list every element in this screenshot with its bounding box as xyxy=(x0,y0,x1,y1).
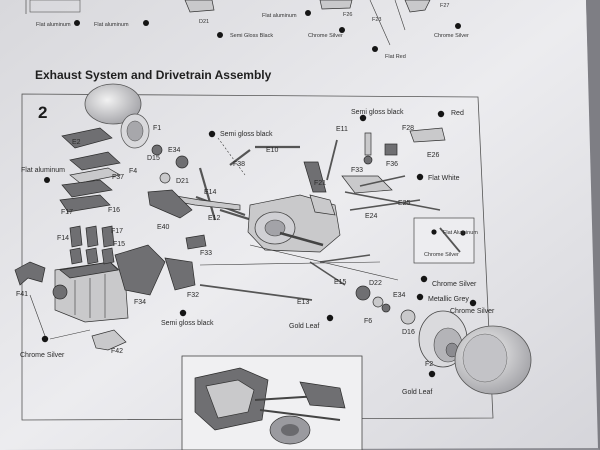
shock-detail-inset xyxy=(413,217,475,264)
part-label: F42 xyxy=(111,348,123,355)
paint-label: Flat aluminum xyxy=(262,13,297,19)
part-label: E25 xyxy=(398,200,411,207)
part-label: F2 xyxy=(425,361,433,368)
paint-label: Chrome Silver xyxy=(434,33,469,39)
part-label: F23 xyxy=(372,17,381,23)
paint-label: Chrome Silver xyxy=(308,33,343,39)
part-label: F34 xyxy=(134,299,146,306)
gearbox-assembly xyxy=(247,194,341,253)
part-label: E2 xyxy=(72,139,81,146)
paint-label: Chrome Silver xyxy=(432,281,477,288)
part-label: E12 xyxy=(208,215,221,222)
part-label: E14 xyxy=(204,189,217,196)
paint-label: Gold Leaf xyxy=(289,323,319,330)
paint-label: Semi gloss black xyxy=(351,109,404,116)
part-label: F21 xyxy=(314,180,326,187)
part-label: E11 xyxy=(336,126,348,133)
step-number: 2 xyxy=(38,103,47,122)
paint-label: Chrome Silver xyxy=(450,308,495,315)
part-label: D15 xyxy=(147,155,160,162)
rear-tire-right xyxy=(454,325,532,395)
part-label: D21 xyxy=(199,19,209,25)
part-label: F33 xyxy=(351,167,363,174)
paint-label: Flat Red xyxy=(385,54,406,60)
rear-tire-left xyxy=(84,83,150,149)
paint-label: Gold Leaf xyxy=(402,389,432,396)
paint-label: Chrome Silver xyxy=(20,352,65,359)
rear-arms-right xyxy=(341,175,441,211)
part-label: F17 xyxy=(61,209,73,216)
part-label: E13 xyxy=(297,299,310,306)
section-title: Exhaust System and Drivetrain Assembly xyxy=(35,68,272,82)
part-label: F26 xyxy=(343,12,352,18)
step-frame xyxy=(21,93,494,421)
paint-label: Flat White xyxy=(428,175,460,182)
part-label: F27 xyxy=(440,3,449,9)
part-label: F17 xyxy=(111,228,123,235)
part-label: F1 xyxy=(153,125,161,132)
assembled-chassis-preview xyxy=(194,367,346,445)
part-label: F6 xyxy=(364,318,372,325)
rear-wheel-right xyxy=(418,310,468,368)
part-label: D16 xyxy=(402,329,415,336)
paint-label: Chrome Silver xyxy=(424,252,459,258)
exhaust-shields xyxy=(59,127,121,213)
part-label: F15 xyxy=(113,241,125,248)
part-label: F4 xyxy=(129,168,137,175)
part-label: D21 xyxy=(176,178,189,185)
exhaust-headers xyxy=(69,225,115,265)
paint-label: Flat aluminum xyxy=(21,167,65,174)
part-label: F28 xyxy=(402,125,414,132)
part-label: F37 xyxy=(112,174,124,181)
part-label: E15 xyxy=(334,279,347,286)
paint-label: Red xyxy=(451,110,464,117)
paint-label: Flat aluminum xyxy=(36,22,71,28)
paint-label: Semi Gloss Black xyxy=(230,33,273,39)
paint-label: Flat aluminum xyxy=(94,22,129,28)
paint-label: Semi gloss black xyxy=(220,131,273,138)
part-label: E34 xyxy=(393,292,406,299)
part-label: F41 xyxy=(16,291,28,298)
part-label: F38 xyxy=(233,161,245,168)
part-label: F16 xyxy=(108,207,120,214)
part-label: D22 xyxy=(369,280,382,287)
engine-block xyxy=(52,261,129,323)
part-label: F14 xyxy=(57,235,69,242)
paint-label: Semi gloss black xyxy=(161,320,214,327)
part-label: F33 xyxy=(200,250,212,257)
paint-label: Metallic Grey xyxy=(428,296,469,303)
previous-step-strip: Flat aluminum Flat aluminum D21 Semi Glo… xyxy=(25,0,469,60)
part-label: E34 xyxy=(168,147,181,154)
paint-label: Flat Aluminum xyxy=(443,230,478,236)
part-label: E26 xyxy=(427,152,440,159)
part-label: E24 xyxy=(365,213,378,220)
part-label: E40 xyxy=(157,224,170,231)
part-label: F32 xyxy=(187,292,199,299)
part-label: E10 xyxy=(266,147,279,154)
part-label: F36 xyxy=(386,161,398,168)
